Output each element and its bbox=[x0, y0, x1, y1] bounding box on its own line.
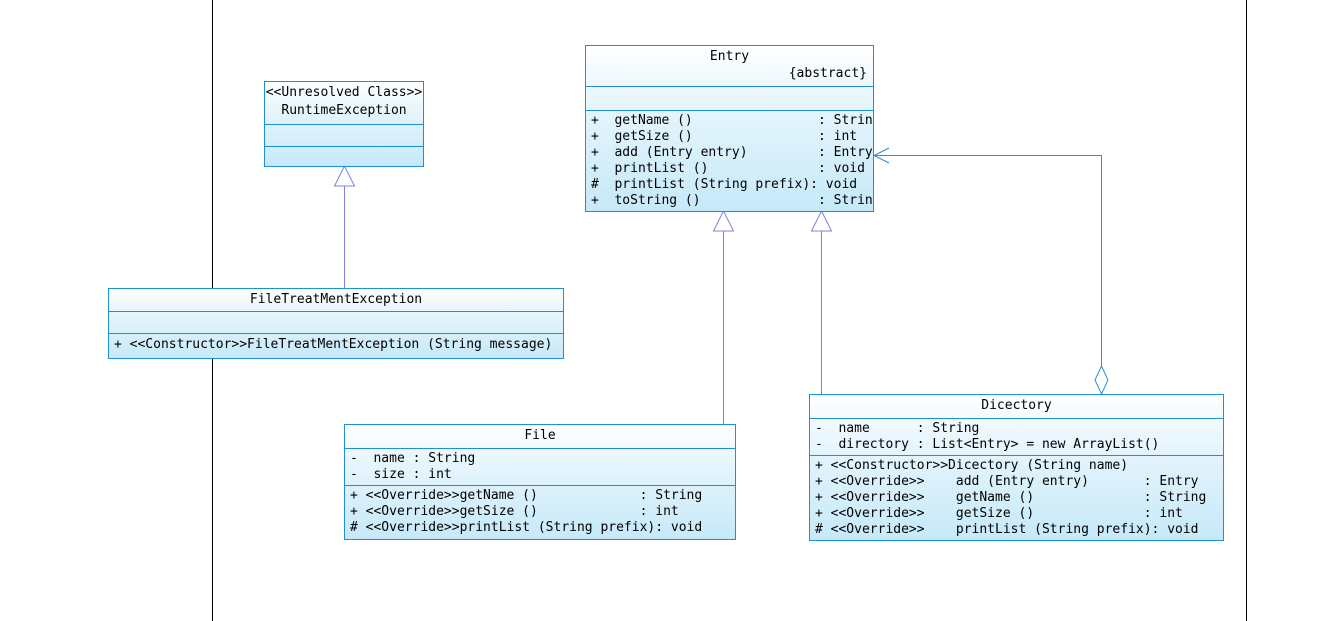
operation-row: + <<Override>> add (Entry entry) : Entry bbox=[815, 474, 1199, 489]
attributes-compartment bbox=[265, 124, 423, 146]
class-name: FileTreatMentException bbox=[249, 292, 423, 307]
operation-row: + toString () : String bbox=[591, 193, 873, 208]
attribute-row: - name : String bbox=[350, 451, 476, 466]
class-name: File bbox=[524, 428, 556, 443]
class-dicectory[interactable]: Dicectory - name : String - directory : … bbox=[809, 394, 1224, 541]
operations-compartment: + <<Constructor>>Dicectory (String name)… bbox=[810, 455, 1223, 540]
class-file[interactable]: File - name : String - size : int + <<Ov… bbox=[344, 424, 736, 540]
class-name: Dicectory bbox=[981, 398, 1052, 413]
attributes-compartment: - name : String - size : int bbox=[345, 448, 735, 485]
class-name: RuntimeException bbox=[281, 103, 407, 118]
class-name: Entry bbox=[709, 49, 750, 64]
generalization-ftexc-runtime[interactable] bbox=[333, 164, 356, 288]
generalization-file-entry[interactable] bbox=[712, 209, 735, 424]
operations-compartment: + getName () : String + getSize () : int… bbox=[586, 110, 873, 211]
operation-row: + <<Override>> getSize () : int bbox=[815, 506, 1183, 521]
class-entry[interactable]: Entry {abstract} + getName () : String +… bbox=[585, 45, 874, 212]
operation-row: # printList (String prefix): void bbox=[591, 177, 858, 192]
class-runtime-exception[interactable]: <<Unresolved Class>> RuntimeException bbox=[264, 81, 424, 167]
operations-compartment bbox=[265, 146, 423, 166]
aggregation-dicectory-entry[interactable] bbox=[872, 147, 1109, 396]
operation-row: + <<Override>>getSize () : int bbox=[350, 504, 679, 519]
attributes-compartment bbox=[109, 311, 563, 333]
class-file-treatment-exception[interactable]: FileTreatMentException + <<Constructor>>… bbox=[108, 288, 564, 359]
operations-compartment: + <<Constructor>>FileTreatMentException … bbox=[109, 333, 563, 358]
attributes-compartment: - name : String - directory : List<Entry… bbox=[810, 418, 1223, 455]
operation-row: + <<Constructor>>Dicectory (String name) bbox=[815, 458, 1129, 473]
operation-row: # <<Override>> printList (String prefix)… bbox=[815, 522, 1199, 537]
attribute-row: - name : String bbox=[815, 421, 980, 436]
generalization-dicectory-entry[interactable] bbox=[810, 209, 833, 394]
class-modifier: {abstract} bbox=[788, 66, 867, 81]
attributes-compartment bbox=[586, 86, 873, 110]
operations-compartment: + <<Override>>getName () : String + <<Ov… bbox=[345, 485, 735, 539]
operation-row: + <<Override>>getName () : String bbox=[350, 488, 703, 503]
attribute-row: - directory : List<Entry> = new ArrayLis… bbox=[815, 437, 1160, 452]
operation-row: + <<Constructor>>FileTreatMentException … bbox=[114, 337, 553, 352]
operation-row: + printList () : void bbox=[591, 161, 865, 176]
operation-row: # <<Override>>printList (String prefix):… bbox=[350, 520, 703, 535]
operation-row: + getName () : String bbox=[591, 113, 873, 128]
operation-row: + <<Override>> getName () : String bbox=[815, 490, 1207, 505]
operation-row: + getSize () : int bbox=[591, 129, 858, 144]
operation-row: + add (Entry entry) : Entry bbox=[591, 145, 873, 160]
class-stereotype: <<Unresolved Class>> bbox=[265, 85, 423, 100]
attribute-row: - size : int bbox=[350, 467, 452, 482]
